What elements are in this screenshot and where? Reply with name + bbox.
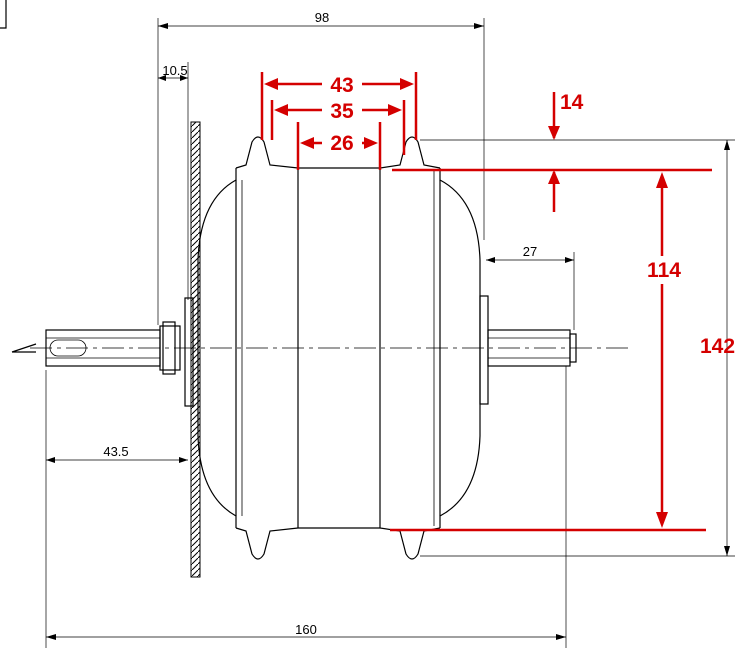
- left-axle: [11, 321, 181, 375]
- dim-43-5-label: 43.5: [103, 444, 128, 459]
- red-dim-35-label: 35: [330, 100, 354, 123]
- dim-27-label: 27: [523, 244, 537, 259]
- brake-disc: [184, 121, 201, 578]
- dimension-10-5: [158, 62, 189, 300]
- dimension-142-lines: [420, 139, 735, 557]
- red-dim-114-label: 114: [647, 259, 681, 282]
- red-dim-43: [260, 72, 418, 140]
- red-dim-14-label: 14: [560, 91, 584, 114]
- dimension-98: [157, 18, 485, 325]
- dim-160-label: 160: [295, 622, 317, 637]
- red-dim-14: [548, 92, 560, 212]
- red-dim-35: [270, 98, 406, 155]
- red-dim-43-label: 43: [330, 74, 353, 97]
- red-dim-114: [390, 168, 712, 532]
- frame-corner: [0, 0, 7, 29]
- hub-body: [197, 136, 481, 560]
- red-dim-26: [296, 122, 382, 170]
- dimension-43-5: [45, 370, 188, 648]
- right-axle: [479, 295, 577, 405]
- dimension-160: [46, 366, 567, 648]
- red-dim-142-label: 142: [700, 335, 735, 358]
- dim-98-label: 98: [315, 10, 329, 25]
- red-dim-26-label: 26: [330, 132, 353, 155]
- dimension-27: [486, 252, 575, 330]
- dim-10-5-label: 10.5: [162, 63, 187, 78]
